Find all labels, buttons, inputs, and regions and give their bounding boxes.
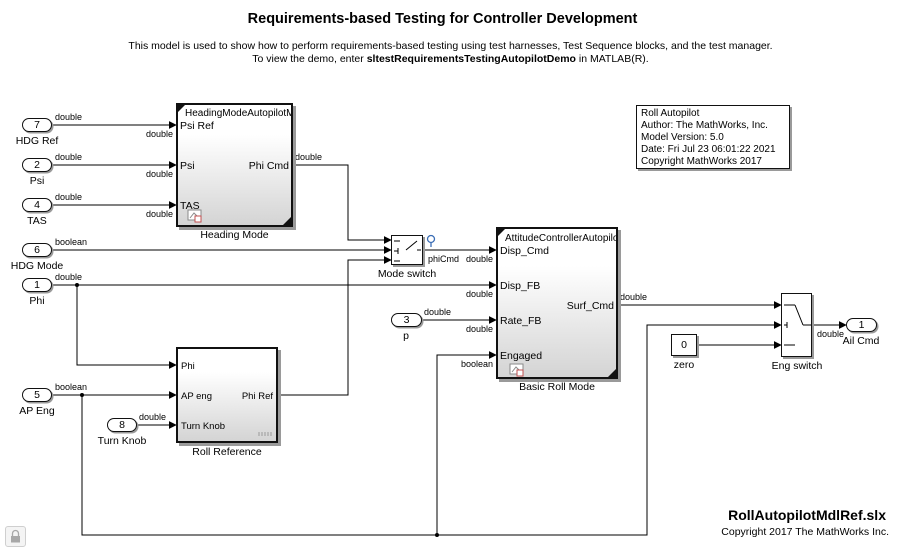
line-phi-branch[interactable] (76, 285, 177, 369)
eng-switch-label: Eng switch (771, 360, 823, 372)
inport-label-rate-fb: Rate_FB (500, 315, 542, 327)
info-line: Model Version: 5.0 (641, 132, 724, 143)
model-reference-name: AttitudeControllerAutopilo (505, 233, 618, 244)
inport-label-ap-eng: AP eng (181, 391, 212, 402)
signal-probe-icon[interactable] (425, 234, 437, 248)
inport-tas-label: TAS (27, 215, 47, 227)
basic-roll-mode-block[interactable]: AttitudeControllerAutopilo Disp_Cmd Disp… (496, 227, 618, 379)
inport-hdg-mode-label: HDG Mode (10, 260, 64, 272)
signal-type-label: double (466, 289, 494, 299)
zero-constant-label: zero (673, 359, 695, 371)
corner-marker-icon (498, 229, 505, 236)
corner-marker-icon (608, 369, 616, 377)
inport-hdg-ref[interactable]: 7 (22, 118, 52, 132)
inport-psi[interactable]: 2 (22, 158, 52, 172)
outport-label-phi-ref: Phi Ref (241, 391, 273, 402)
description-suffix: in MATLAB(R). (575, 53, 649, 65)
model-info-box[interactable]: Roll Autopilot Author: The MathWorks, In… (636, 105, 790, 169)
signal-type-label: boolean (55, 237, 88, 247)
branch-point (75, 283, 79, 287)
zero-constant-block[interactable]: 0 (671, 334, 697, 356)
signal-type-label: boolean (55, 382, 88, 392)
demo-command[interactable]: sltestRequirementsTestingAutopilotDemo (366, 53, 576, 65)
signal-type-label: double (466, 324, 494, 334)
inport-ap-eng-label: AP Eng (19, 405, 55, 417)
info-line: Copyright MathWorks 2017 (641, 156, 762, 167)
outport-ail-cmd[interactable]: 1 (846, 318, 877, 332)
heading-mode-block[interactable]: HeadingModeAutopilotM Psi Ref Psi TAS Ph… (176, 103, 293, 227)
signal-type-label: double (55, 272, 83, 282)
switch-icon (394, 240, 421, 262)
inport-label-psi: Psi (180, 160, 195, 172)
corner-marker-icon (178, 105, 185, 112)
inport-label-phi: Phi (181, 361, 195, 372)
signal-type-label: double (620, 292, 648, 302)
corner-marker-icon (283, 217, 291, 225)
signal-type-label: double (55, 192, 83, 202)
inport-ap-eng[interactable]: 5 (22, 388, 52, 402)
inport-psi-label: Psi (29, 175, 45, 187)
mode-switch-label: Mode switch (377, 268, 437, 280)
eng-switch-block[interactable] (781, 293, 812, 357)
inport-label-tas: TAS (180, 200, 200, 212)
outport-label-surf-cmd: Surf_Cmd (566, 300, 614, 312)
inport-phi[interactable]: 1 (22, 278, 52, 292)
signal-type-label: double (295, 152, 323, 162)
info-line: Date: Fri Jul 23 06:01:22 2021 (641, 144, 776, 155)
description-line-1: This model is used to show how to perfor… (128, 40, 773, 52)
inport-label-disp-fb: Disp_FB (500, 280, 541, 292)
line-ap-eng-branch[interactable] (81, 321, 782, 536)
inport-hdg-mode[interactable]: 6 (22, 243, 52, 257)
signal-type-label: double (55, 152, 83, 162)
info-line: Roll Autopilot (641, 108, 700, 119)
footer-copyright: Copyright 2017 The MathWorks Inc. (721, 526, 889, 538)
signal-type-label: boolean (461, 359, 494, 369)
description-prefix: To view the demo, enter (252, 53, 367, 65)
branch-point (80, 393, 84, 397)
info-line: Author: The MathWorks, Inc. (641, 120, 768, 131)
signal-name-label: phiCmd (428, 254, 460, 264)
inport-label-disp-cmd: Disp_Cmd (500, 245, 550, 257)
model-reference-icon (509, 363, 524, 377)
model-file-name: RollAutopilotMdlRef.slx (728, 507, 886, 523)
roll-reference-label: Roll Reference (192, 446, 262, 458)
mode-switch-block[interactable] (391, 235, 423, 265)
roll-reference-block[interactable]: Phi AP eng Turn Knob Phi Ref (176, 347, 278, 443)
signal-type-label: double (139, 412, 167, 422)
signal-type-label: double (146, 209, 174, 219)
switch-icon (784, 304, 811, 346)
signal-type-label: double (55, 112, 83, 122)
signal-type-label: double (146, 169, 174, 179)
signal-type-label: double (817, 329, 845, 339)
inport-hdg-ref-label: HDG Ref (15, 135, 59, 147)
model-reference-icon (187, 209, 202, 223)
inport-turn-knob[interactable]: 8 (107, 418, 137, 432)
model-reference-name: HeadingModeAutopilotM (185, 108, 293, 119)
heading-mode-label: Heading Mode (200, 229, 269, 241)
inport-label-turn-knob: Turn Knob (181, 421, 226, 432)
line-engaged[interactable] (436, 351, 497, 535)
signal-type-label: double (424, 307, 452, 317)
branch-point (435, 533, 439, 537)
signal-type-label: double (466, 254, 494, 264)
line-phi-ref[interactable] (278, 256, 392, 396)
lock-icon[interactable] (5, 526, 26, 547)
outport-ail-cmd-label: Ail Cmd (842, 335, 880, 347)
inport-label-psi-ref: Psi Ref (180, 120, 214, 132)
line-phi-cmd[interactable] (293, 164, 392, 244)
description-line-2: To view the demo, enter sltestRequiremen… (0, 53, 901, 65)
inport-label-engaged: Engaged (500, 350, 543, 362)
inport-phi-label: Phi (29, 295, 45, 307)
page-title: Requirements-based Testing for Controlle… (247, 11, 638, 27)
basic-roll-mode-label: Basic Roll Mode (519, 381, 595, 393)
signal-type-label: double (146, 129, 174, 139)
inport-tas[interactable]: 4 (22, 198, 52, 212)
inport-turn-knob-label: Turn Knob (97, 435, 147, 447)
inport-p-label: p (403, 330, 409, 342)
inport-p[interactable]: 3 (391, 313, 422, 327)
variant-icon (258, 432, 272, 436)
outport-label-phi-cmd: Phi Cmd (248, 160, 289, 172)
lock-glyph (11, 529, 20, 543)
